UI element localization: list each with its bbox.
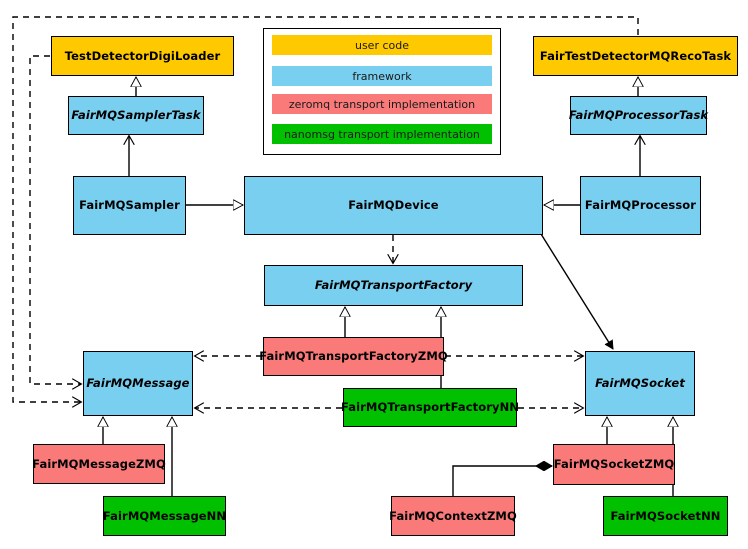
class-node-fairmqtransportfactorynn[interactable]: FairMQTransportFactoryNN	[340, 388, 520, 427]
class-label: FairMQProcessor	[584, 198, 697, 213]
class-node-fairmqprocessortask[interactable]: FairMQProcessorTask	[568, 96, 709, 135]
class-label: FairTestDetectorMQRecoTask	[539, 48, 732, 63]
class-label: FairMQTransportFactoryNN	[340, 400, 520, 415]
class-node-fairmqsocketnn[interactable]: FairMQSocketNN	[603, 496, 728, 536]
class-node-fairmqsampler[interactable]: FairMQSampler	[73, 176, 186, 235]
class-node-fairmqdevice[interactable]: FairMQDevice	[244, 176, 543, 235]
edge-contextzmq-to-socketzmq	[452, 466, 552, 496]
class-label: TestDetectorDigiLoader	[64, 48, 221, 63]
edge-device-to-socket	[540, 233, 614, 349]
legend-label-zeromq: zeromq transport implementation	[288, 97, 476, 111]
class-label: FairMQTransportFactoryZMQ	[259, 349, 448, 364]
class-label: FairMQSocket	[595, 376, 685, 391]
legend-label-framework: framework	[352, 69, 412, 83]
legend-item-user-code: user code	[272, 35, 492, 55]
legend-label-nanomsg: nanomsg transport implementation	[284, 127, 480, 141]
class-label: FairMQContextZMQ	[389, 508, 517, 523]
class-label: FairMQSamplerTask	[71, 108, 201, 123]
legend-item-zeromq: zeromq transport implementation	[272, 94, 492, 114]
class-label: FairMQMessage	[86, 376, 190, 391]
class-node-fairmqsocket[interactable]: FairMQSocket	[585, 351, 695, 416]
legend-label-user-code: user code	[354, 38, 410, 52]
class-node-fairmqtransportfactoryzmq[interactable]: FairMQTransportFactoryZMQ	[259, 337, 448, 376]
class-node-fairmqsocketzmq[interactable]: FairMQSocketZMQ	[553, 444, 675, 485]
legend-item-nanomsg: nanomsg transport implementation	[272, 124, 492, 144]
legend-item-framework: framework	[272, 66, 492, 86]
class-label: FairMQMessageNN	[102, 508, 227, 523]
class-node-fairmqmessage[interactable]: FairMQMessage	[83, 351, 193, 416]
class-label: FairMQDevice	[348, 198, 439, 213]
class-node-fairtestdetectormqrecotask[interactable]: FairTestDetectorMQRecoTask	[533, 36, 738, 76]
class-node-fairmqsamplertask[interactable]: FairMQSamplerTask	[68, 96, 204, 135]
class-node-testdetectordigiloader[interactable]: TestDetectorDigiLoader	[51, 36, 234, 76]
class-node-fairmqmessagenn[interactable]: FairMQMessageNN	[103, 496, 226, 536]
class-label: FairMQMessageZMQ	[32, 456, 166, 471]
class-label: FairMQSocketNN	[610, 508, 721, 523]
class-node-fairmqcontextzmq[interactable]: FairMQContextZMQ	[389, 496, 517, 536]
class-node-fairmqmessagezmq[interactable]: FairMQMessageZMQ	[32, 444, 166, 484]
class-node-fairmqprocessor[interactable]: FairMQProcessor	[580, 176, 701, 235]
class-label: FairMQProcessorTask	[568, 108, 709, 123]
class-label: FairMQSampler	[79, 198, 180, 213]
class-node-fairmqtransportfactory[interactable]: FairMQTransportFactory	[264, 265, 523, 306]
class-label: FairMQTransportFactory	[314, 278, 473, 293]
class-label: FairMQSocketZMQ	[553, 457, 675, 472]
